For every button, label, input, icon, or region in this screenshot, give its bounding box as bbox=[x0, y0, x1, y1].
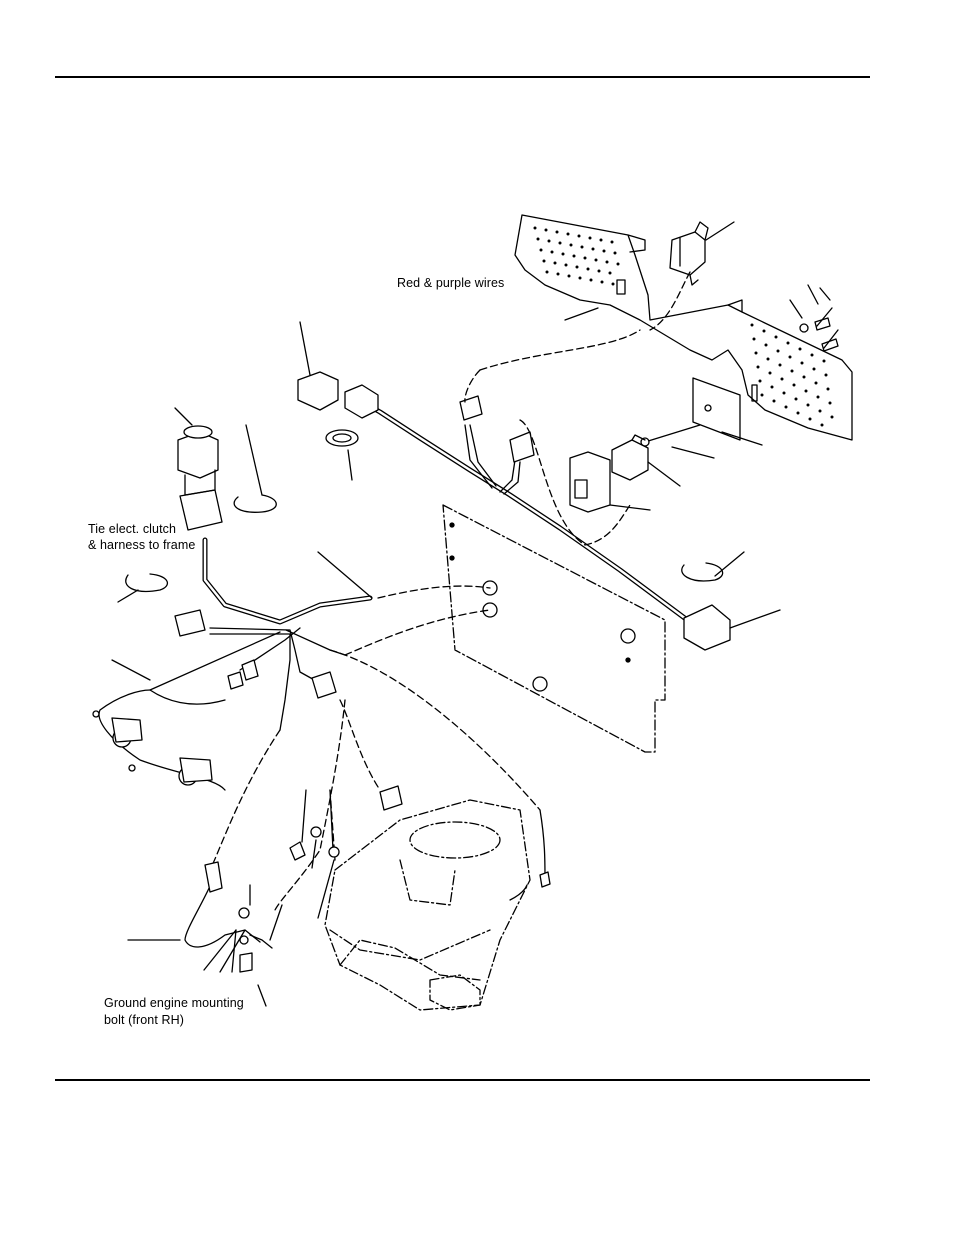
perforation-hole bbox=[769, 372, 772, 375]
perforation-hole bbox=[589, 237, 592, 240]
perforation-hole bbox=[540, 249, 543, 252]
perforation-hole bbox=[771, 386, 774, 389]
perforation-hole bbox=[579, 277, 582, 280]
tie-clutch-label-line2: & harness to frame bbox=[88, 538, 195, 553]
perforation-hole bbox=[576, 266, 579, 269]
perforation-hole bbox=[829, 402, 832, 405]
tie-clutch-label-line1: Tie elect. clutch bbox=[88, 522, 176, 537]
perforation-hole bbox=[611, 241, 614, 244]
perforation-hole bbox=[807, 404, 810, 407]
perforation-hole bbox=[791, 370, 794, 373]
perforation-hole bbox=[598, 270, 601, 273]
perforation-hole bbox=[546, 271, 549, 274]
perforation-hole bbox=[601, 281, 604, 284]
perforation-hole bbox=[584, 257, 587, 260]
brake-switch bbox=[298, 322, 338, 410]
perforation-hole bbox=[761, 394, 764, 397]
mount-plate bbox=[641, 378, 762, 458]
perforation-hole bbox=[617, 263, 620, 266]
perforation-hole bbox=[783, 392, 786, 395]
perforation-hole bbox=[757, 366, 760, 369]
panel-holes bbox=[450, 523, 635, 691]
perforation-hole bbox=[793, 384, 796, 387]
dash-panel bbox=[443, 505, 665, 752]
perforation-hole bbox=[565, 264, 568, 267]
perforation-hole bbox=[805, 390, 808, 393]
perforation-hole bbox=[573, 255, 576, 258]
perforation-hole bbox=[557, 273, 560, 276]
perforation-hole bbox=[777, 350, 780, 353]
perforation-hole bbox=[781, 378, 784, 381]
perforation-hole bbox=[581, 246, 584, 249]
perforation-hole bbox=[603, 250, 606, 253]
perforation-hole bbox=[785, 406, 788, 409]
routing-lines bbox=[210, 272, 690, 910]
ground-wire bbox=[128, 862, 282, 1006]
bracket-switch bbox=[670, 222, 734, 285]
perforation-hole bbox=[587, 268, 590, 271]
perforation-hole bbox=[755, 352, 758, 355]
perforation-hole bbox=[825, 374, 828, 377]
perforation-hole bbox=[789, 356, 792, 359]
perforation-hole bbox=[567, 233, 570, 236]
perforation-hole bbox=[578, 235, 581, 238]
engine bbox=[325, 800, 530, 1010]
perforation-hole bbox=[545, 229, 548, 232]
perforation-hole bbox=[537, 238, 540, 241]
perforation-hole bbox=[775, 336, 778, 339]
perforation-hole bbox=[803, 376, 806, 379]
perforation-hole bbox=[751, 324, 754, 327]
perforation-hole bbox=[590, 279, 593, 282]
perforation-hole bbox=[765, 344, 768, 347]
perforation-hole bbox=[600, 239, 603, 242]
ground-bolt-label-line1: Ground engine mounting bbox=[104, 996, 244, 1011]
perforation-hole bbox=[811, 354, 814, 357]
pto-switch bbox=[175, 408, 218, 495]
grommet bbox=[326, 430, 358, 480]
perforation-hole bbox=[787, 342, 790, 345]
seat-switch bbox=[570, 435, 680, 512]
perforation-hole bbox=[609, 272, 612, 275]
perforation-hole bbox=[570, 244, 573, 247]
perforation-hole bbox=[795, 398, 798, 401]
perforation-hole bbox=[595, 259, 598, 262]
perforation-hole bbox=[799, 348, 802, 351]
headlights bbox=[93, 660, 225, 790]
perforation-hole bbox=[779, 364, 782, 367]
perforation-hole bbox=[821, 424, 824, 427]
perforation-hole bbox=[614, 252, 617, 255]
perforation-hole bbox=[551, 251, 554, 254]
perforation-hole bbox=[767, 358, 770, 361]
perforation-hole bbox=[559, 242, 562, 245]
perforation-hole bbox=[562, 253, 565, 256]
perforation-hole bbox=[534, 227, 537, 230]
perforation-hole bbox=[763, 330, 766, 333]
red-purple-wires-label: Red & purple wires bbox=[397, 276, 504, 291]
perforation-hole bbox=[827, 388, 830, 391]
perforation-hole bbox=[568, 275, 571, 278]
perforation-hole bbox=[817, 396, 820, 399]
perforation-hole bbox=[813, 368, 816, 371]
perforation-hole bbox=[801, 362, 804, 365]
perforation-hole bbox=[823, 360, 826, 363]
perforation-hole bbox=[606, 261, 609, 264]
perforation-hole bbox=[831, 416, 834, 419]
perforation-hole bbox=[753, 338, 756, 341]
perforation-hole bbox=[773, 400, 776, 403]
perforation-hole bbox=[759, 380, 762, 383]
perforation-hole bbox=[543, 260, 546, 263]
perforation-hole bbox=[548, 240, 551, 243]
perforation-hole bbox=[612, 283, 615, 286]
engine-wiring bbox=[290, 790, 550, 918]
ground-bolt-label-line2: bolt (front RH) bbox=[104, 1013, 184, 1028]
perforation-hole bbox=[797, 412, 800, 415]
perforation-hole bbox=[815, 382, 818, 385]
perforation-hole bbox=[592, 248, 595, 251]
perforation-hole bbox=[556, 231, 559, 234]
perforation-hole bbox=[809, 418, 812, 421]
perforation-hole bbox=[819, 410, 822, 413]
perforation-hole bbox=[554, 262, 557, 265]
